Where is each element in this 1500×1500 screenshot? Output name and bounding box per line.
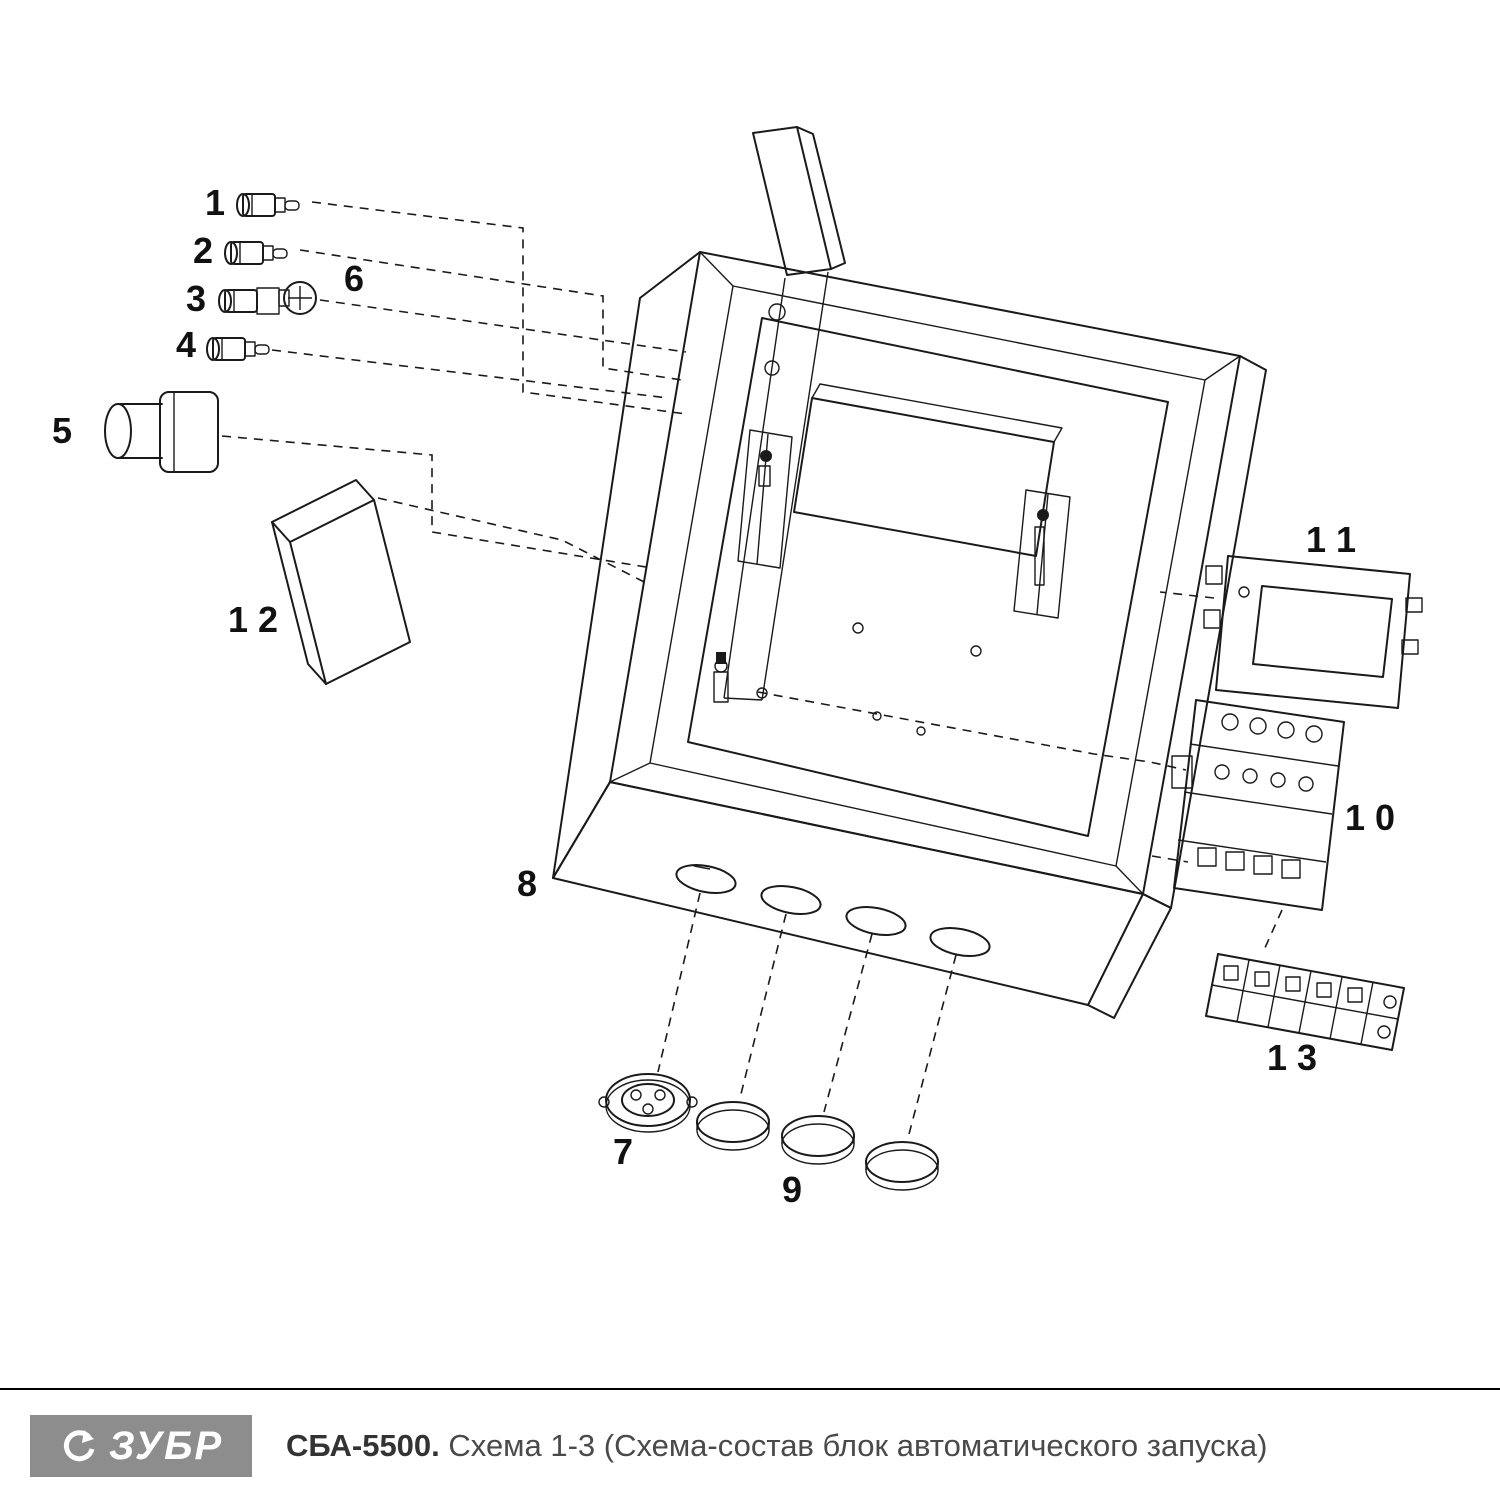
part-label-7: 7 bbox=[613, 1131, 634, 1172]
part-label-10: 1 0 bbox=[1345, 797, 1396, 838]
part-6-plug bbox=[278, 281, 317, 315]
zubr-logo-icon bbox=[63, 1430, 95, 1462]
part-label-8: 8 bbox=[517, 863, 538, 904]
part-3-plug bbox=[218, 287, 280, 315]
part-13-terminal-strip bbox=[1205, 953, 1405, 1051]
part-4-plug bbox=[206, 337, 270, 361]
part-label-4: 4 bbox=[176, 324, 197, 365]
part-label-1: 1 bbox=[205, 182, 226, 223]
part-7-round-connector bbox=[598, 1073, 698, 1133]
part-9-caps bbox=[696, 1101, 939, 1191]
enclosure-interior bbox=[737, 383, 1189, 863]
apron-holes bbox=[675, 864, 991, 957]
enclosure-box bbox=[552, 251, 1267, 1019]
part-label-6: 6 bbox=[344, 258, 365, 299]
part-label-2: 2 bbox=[193, 230, 214, 271]
model-number: СБА-5500. bbox=[286, 1428, 440, 1463]
part-label-5: 5 bbox=[52, 410, 73, 451]
part-12-module bbox=[271, 479, 411, 685]
footer: ЗУБР СБА-5500. Схема 1-3 (Схема-состав б… bbox=[0, 1406, 1500, 1486]
door-panel bbox=[713, 126, 846, 703]
part-label-9: 9 bbox=[782, 1169, 803, 1210]
part-label-3: 3 bbox=[186, 278, 207, 319]
part-2-plug bbox=[224, 241, 288, 265]
part-1-plug bbox=[236, 193, 300, 217]
footer-divider bbox=[0, 1388, 1500, 1390]
zubr-logo: ЗУБР bbox=[30, 1415, 252, 1477]
zubr-logo-text: ЗУБР bbox=[108, 1423, 224, 1468]
part-5-cable-gland bbox=[104, 391, 219, 473]
part-label-11: 1 1 bbox=[1306, 519, 1357, 560]
caption-text: Схема 1-3 (Схема-состав блок автоматичес… bbox=[448, 1428, 1268, 1463]
part-label-13: 1 3 bbox=[1267, 1037, 1318, 1078]
assembly-leader-lines bbox=[221, 201, 1283, 1139]
part-10-contactor bbox=[1171, 699, 1345, 911]
part-label-12: 1 2 bbox=[228, 599, 279, 640]
part-11-relay bbox=[1203, 555, 1423, 709]
diagram-caption: СБА-5500. Схема 1-3 (Схема-состав блок а… bbox=[286, 1428, 1267, 1464]
